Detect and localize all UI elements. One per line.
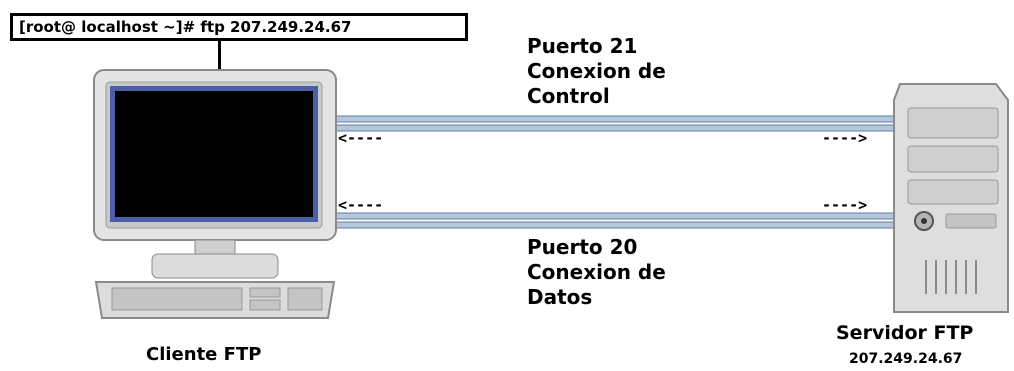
command-line-box: [root@ localhost ~]# ftp 207.249.24.67	[10, 13, 468, 41]
control-port-text: Puerto 21	[527, 34, 638, 58]
control-channel-line	[335, 115, 895, 132]
control-arrow-right: ---->	[822, 129, 868, 147]
data-arrow-left: <----	[338, 196, 384, 214]
data-channel-line	[335, 212, 895, 229]
client-computer-icon	[93, 69, 337, 319]
data-connection-text: Conexion de	[527, 260, 666, 284]
server-label: Servidor FTP	[836, 322, 974, 344]
data-arrow-right: ---->	[822, 196, 868, 214]
server-tower-icon	[893, 83, 1009, 313]
data-channel-label: Puerto 20 Conexion de Datos	[527, 237, 666, 312]
data-port-text: Puerto 20	[527, 235, 638, 259]
control-channel-label: Puerto 21 Conexion de Control	[527, 36, 666, 111]
data-type-text: Datos	[527, 285, 593, 309]
server-ip-label: 207.249.24.67	[849, 351, 963, 367]
control-connection-text: Conexion de	[527, 59, 666, 83]
client-label: Cliente FTP	[146, 344, 262, 365]
command-connector-line	[218, 40, 221, 70]
control-type-text: Control	[527, 84, 610, 108]
control-arrow-left: <----	[338, 129, 384, 147]
